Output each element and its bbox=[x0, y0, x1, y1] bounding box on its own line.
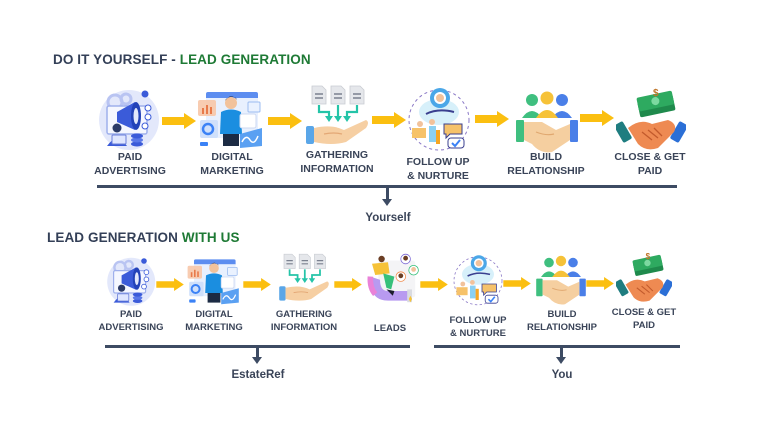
section-with-us-title-accent: WITH US bbox=[181, 230, 240, 245]
down-arrow-icon bbox=[382, 199, 392, 206]
flow-arrow-icon bbox=[475, 111, 509, 127]
follow-up-nurture-icon bbox=[404, 86, 474, 152]
flow-arrow-icon bbox=[243, 278, 271, 291]
estateref-bracket-drop bbox=[256, 346, 259, 358]
flow-arrow-icon bbox=[580, 110, 614, 126]
megaphone-advertising-icon bbox=[104, 254, 160, 308]
with-us-step-build-relationship: BUILD RELATIONSHIP bbox=[526, 309, 598, 333]
flow-arrow-icon bbox=[503, 277, 531, 290]
section-with-us-title: LEAD GENERATION WITH US bbox=[47, 230, 240, 245]
flow-arrow-icon bbox=[162, 113, 196, 129]
digital-marketing-person-icon bbox=[186, 254, 242, 308]
diy-bracket-drop bbox=[386, 186, 389, 200]
with-us-step-leads: LEADS bbox=[373, 323, 407, 334]
down-arrow-icon bbox=[556, 357, 566, 364]
with-us-step-gathering-information: GATHERING INFORMATION bbox=[270, 309, 338, 333]
digital-marketing-person-icon bbox=[196, 86, 266, 152]
with-us-step-close-get-paid: CLOSE & GET PAID bbox=[611, 307, 677, 331]
flow-arrow-icon bbox=[420, 278, 448, 291]
diy-step-follow-up-nurture: FOLLOW UP & NURTURE bbox=[406, 156, 470, 182]
section-diy-title-main: DO IT YOURSELF - bbox=[53, 52, 180, 67]
money-handshake-icon bbox=[616, 88, 686, 154]
section-diy-title-accent: LEAD GENERATION bbox=[179, 52, 311, 67]
with-us-step-paid-advertising: PAID ADVERTISING bbox=[98, 309, 164, 333]
documents-into-hand-icon bbox=[302, 84, 372, 150]
megaphone-advertising-icon bbox=[95, 86, 165, 152]
diy-step-paid-advertising: PAID ADVERTISING bbox=[94, 151, 166, 177]
estateref-owner-label: EstateRef bbox=[231, 369, 285, 381]
diy-step-close-get-paid: CLOSE & GET PAID bbox=[614, 151, 686, 177]
diy-step-digital-marketing: DIGITAL MARKETING bbox=[200, 151, 264, 177]
section-with-us-title-main: LEAD GENERATION bbox=[47, 230, 182, 245]
money-handshake-icon bbox=[616, 252, 672, 306]
with-us-step-digital-marketing: DIGITAL MARKETING bbox=[185, 309, 243, 333]
flow-arrow-icon bbox=[156, 278, 184, 291]
diy-owner-label: Yourself bbox=[365, 212, 411, 224]
team-handshake-icon bbox=[512, 90, 582, 156]
team-handshake-icon bbox=[533, 254, 589, 308]
you-bracket-line bbox=[434, 345, 680, 348]
diy-step-build-relationship: BUILD RELATIONSHIP bbox=[507, 151, 585, 177]
flow-arrow-icon bbox=[372, 112, 406, 128]
flow-arrow-icon bbox=[586, 277, 614, 290]
flow-arrow-icon bbox=[268, 113, 302, 129]
section-diy-title: DO IT YOURSELF - LEAD GENERATION bbox=[53, 52, 311, 67]
flow-arrow-icon bbox=[334, 278, 362, 291]
magnet-leads-icon bbox=[364, 252, 420, 306]
documents-into-hand-icon bbox=[276, 252, 332, 306]
you-bracket-drop bbox=[560, 346, 563, 358]
you-owner-label: You bbox=[551, 369, 573, 381]
diy-step-gathering-information: GATHERING INFORMATION bbox=[300, 149, 374, 175]
follow-up-nurture-icon bbox=[450, 252, 506, 308]
down-arrow-icon bbox=[252, 357, 262, 364]
with-us-step-follow-up-nurture: FOLLOW UP & NURTURE bbox=[449, 315, 507, 339]
